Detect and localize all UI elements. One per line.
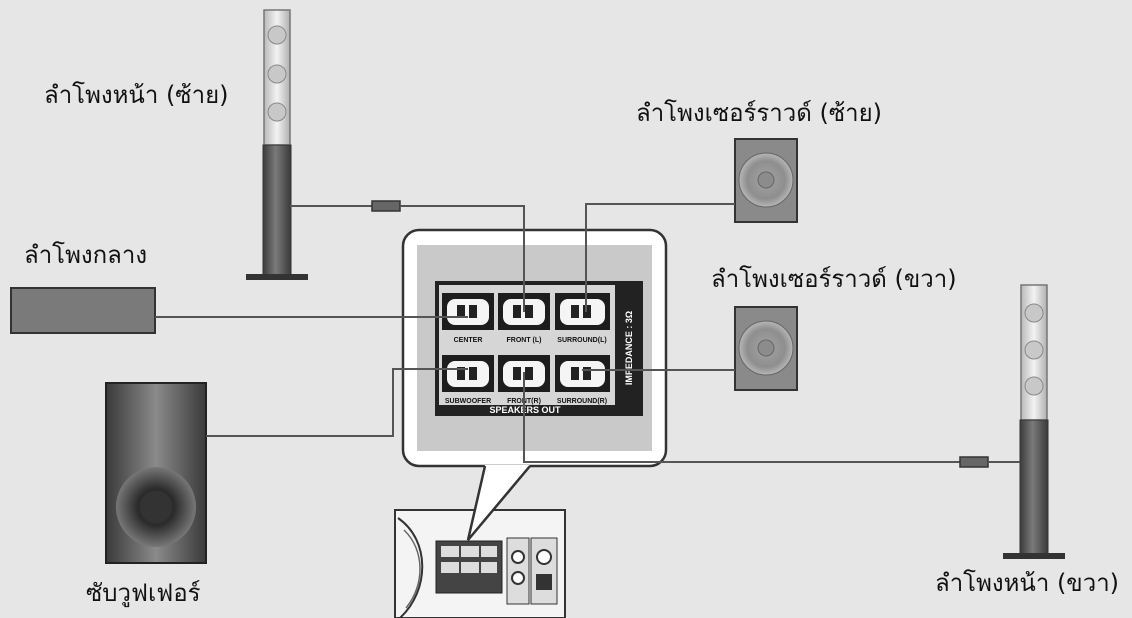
impedance-label: IMPEDANCE : 3Ω (624, 311, 634, 385)
wire-surround-left (585, 203, 735, 312)
surround-left-speaker (734, 138, 798, 223)
center-speaker (10, 287, 156, 334)
label-surround-left: ลำโพงเซอร์ราวด์ (ซ้าย) (636, 99, 883, 127)
label-subwoofer: ซับวูฟเฟอร์ (86, 579, 201, 607)
terminal-label-subwoofer: SUBWOOFER (445, 398, 491, 405)
terminal-label-surround-right: SURROUND(R) (557, 398, 607, 405)
label-front-left: ลำโพงหน้า (ซ้าย) (44, 81, 229, 109)
front-left-speaker (246, 9, 308, 280)
label-front-right: ลำโพงหน้า (ขวา) (935, 569, 1120, 597)
main-unit-rear (394, 509, 566, 618)
speaker-wires (155, 200, 1020, 468)
front-right-speaker (1003, 284, 1065, 559)
surround-right-speaker (734, 306, 798, 391)
label-center: ลำโพงกลาง (24, 241, 148, 269)
label-surround-right: ลำโพงเซอร์ราวด์ (ขวา) (711, 265, 957, 293)
wire-subwoofer (206, 368, 468, 437)
speakers-out-label: SPEAKERS OUT (489, 405, 561, 415)
wire-front-right (523, 372, 960, 463)
terminal-label-center: CENTER (454, 337, 483, 344)
subwoofer (105, 382, 207, 564)
terminal-label-surround-left: SURROUND(L) (557, 337, 606, 344)
speakers-out-panel: CENTER FRONT (L) SURROUND(L) SUBWOOFER F… (435, 281, 643, 416)
terminal-label-front-left: FRONT (L) (507, 337, 542, 344)
wire-front-left-2 (400, 205, 525, 312)
